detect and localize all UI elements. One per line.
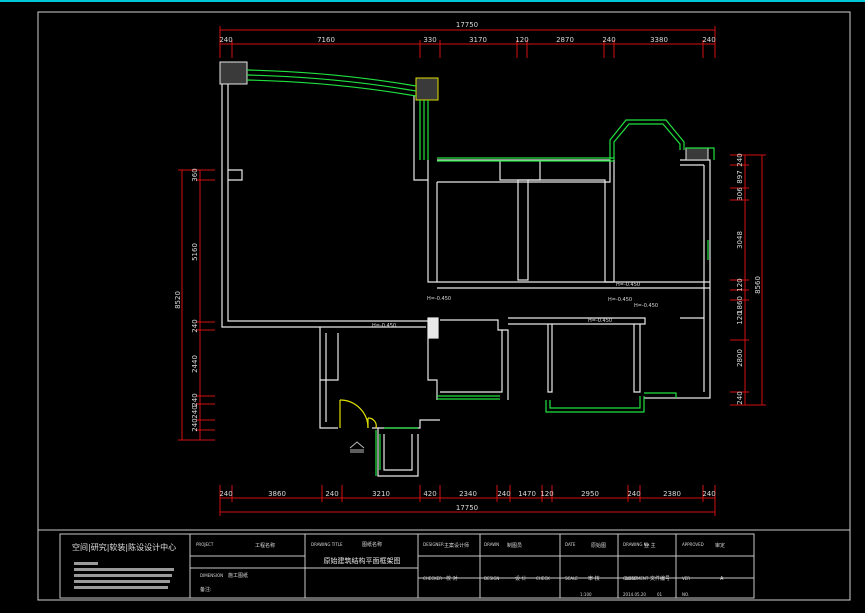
scale-value: 1:100 [580, 592, 592, 597]
elevation-4: H=-0.450 [616, 282, 640, 288]
document-value: 文件编号 [650, 575, 670, 582]
walls [221, 80, 711, 477]
dim-bottom-5: 420 [423, 490, 436, 498]
dim-bottom-3: 240 [325, 490, 338, 498]
drawing-no-value: 原始图 [591, 542, 606, 549]
dim-bottom-11: 240 [627, 490, 640, 498]
dim-top-9: 240 [702, 36, 715, 44]
dim-top-2: 7160 [317, 36, 335, 44]
elevation-marks: H=-0.450 H=-0.450 H=-0.450 H=-0.450 H=-0… [372, 282, 658, 329]
column-top-right [685, 147, 709, 161]
approved-value: 审定 [715, 542, 725, 549]
entry-door [339, 399, 377, 429]
design-value: 设 计 [515, 575, 527, 582]
document-label: DOCUMENT [625, 576, 649, 581]
client-value: 业 主 [644, 542, 656, 549]
elevation-6: H=-0.450 [634, 303, 658, 309]
elevation-1: H=-0.450 [372, 323, 396, 329]
dim-bottom-12: 2380 [663, 490, 681, 498]
dim-right-7: 1860 [736, 296, 744, 314]
dim-right-overall: 8560 [754, 276, 762, 294]
dim-left-overall: 8520 [174, 291, 182, 309]
dim-bottom-6: 2340 [459, 490, 477, 498]
entrance-icon [349, 441, 365, 453]
version-value: A [720, 576, 724, 582]
dim-top-7: 240 [602, 36, 615, 44]
checker-label: CHECKER [423, 576, 442, 581]
windows [246, 69, 715, 476]
dim-bottom-8: 1470 [518, 490, 536, 498]
dim-right-4: 3048 [736, 231, 744, 249]
designer-label: DESIGNER [423, 542, 444, 547]
dim-top-5: 120 [515, 36, 528, 44]
drawing-no-label: DRAWING No. [623, 542, 650, 547]
dim-bottom-10: 2950 [581, 490, 599, 498]
dim-left-1: 360 [191, 168, 199, 181]
dim-bottom-1: 240 [219, 490, 232, 498]
column-top-left [219, 61, 248, 85]
drawn-value: 制图员 [507, 542, 522, 549]
check-value: 审 核 [588, 575, 600, 582]
dim-right-5: 120 [736, 278, 744, 291]
dimension-lines [178, 26, 766, 516]
drawing-title-label: DRAWING TITLE [311, 542, 343, 547]
note-label: 备注: [200, 586, 212, 593]
dim-left-4: 2440 [191, 355, 199, 373]
sheet-border [37, 11, 851, 601]
elevation-2: H=-0.450 [427, 296, 451, 302]
dim-top-4: 3170 [469, 36, 487, 44]
design-label: DESIGN [484, 576, 499, 581]
sheet-label: NO. [682, 592, 689, 597]
project-value: 工程名称 [255, 542, 275, 549]
dim-right-9: 240 [736, 391, 744, 404]
dim-right-1: 240 [736, 153, 744, 166]
dim-left-3: 240 [191, 319, 199, 332]
approved-label: APPROVED [682, 542, 704, 547]
dim-bottom-9: 120 [540, 490, 553, 498]
company-name: 空间|研究|软装|陈设设计中心 [72, 542, 176, 552]
column-top-center [415, 77, 439, 101]
company-info-bars [74, 562, 174, 589]
dim-right-2: 897 [736, 170, 744, 183]
dim-right-3: 306 [736, 187, 744, 201]
drawn-label: DRAWN [484, 542, 499, 547]
dim-right-6: 120 [736, 311, 744, 324]
dim-bottom-7: 240 [497, 490, 510, 498]
dim-top-6: 2870 [556, 36, 574, 44]
dim-left-6: 240 [191, 405, 199, 418]
version-label: VER [682, 576, 690, 581]
title-block-texts: 空间|研究|软装|陈设设计中心 PROJECT 工程名称 DRAWING TIT… [72, 541, 725, 597]
dimension-label: DIMENSION [200, 573, 223, 578]
dim-bottom-4: 3210 [372, 490, 390, 498]
dim-bottom-2: 3860 [268, 490, 286, 498]
dimension-texts: 17750 240 7160 330 3170 120 2870 240 338… [174, 21, 762, 512]
drawing-title-value: 图纸名称 [362, 541, 382, 548]
elevation-5: H=-0.450 [588, 318, 612, 324]
dim-bottom-13: 240 [702, 490, 715, 498]
dim-top-1: 240 [219, 36, 232, 44]
elevation-3: H=-0.450 [608, 297, 632, 303]
scale-label: SCALE [565, 576, 578, 581]
dim-top-overall: 17750 [456, 21, 478, 29]
check-label: CHECK [536, 576, 550, 581]
date-label: DATE [565, 542, 576, 547]
project-label: PROJECT [196, 542, 214, 547]
designer-value: 主案设计师 [444, 542, 469, 549]
dimension-value: 施工图纸 [228, 572, 248, 579]
dim-left-5: 240 [191, 393, 199, 406]
dim-left-7: 240 [191, 418, 199, 431]
dim-top-3: 330 [423, 36, 436, 44]
dim-top-8: 3380 [650, 36, 668, 44]
sheet-value: 01 [657, 592, 663, 597]
date-value: 2014.05.20 [623, 592, 646, 597]
dim-bottom-overall: 17750 [456, 504, 478, 512]
dim-left-2: 5160 [191, 243, 199, 261]
title-block-frame [38, 529, 850, 599]
client-label: CLIENT [623, 576, 638, 581]
checker-value: 校 对 [446, 575, 458, 582]
drawing-title-main: 原始建筑结构平面框架图 [324, 556, 401, 565]
dim-right-8: 2800 [736, 349, 744, 367]
